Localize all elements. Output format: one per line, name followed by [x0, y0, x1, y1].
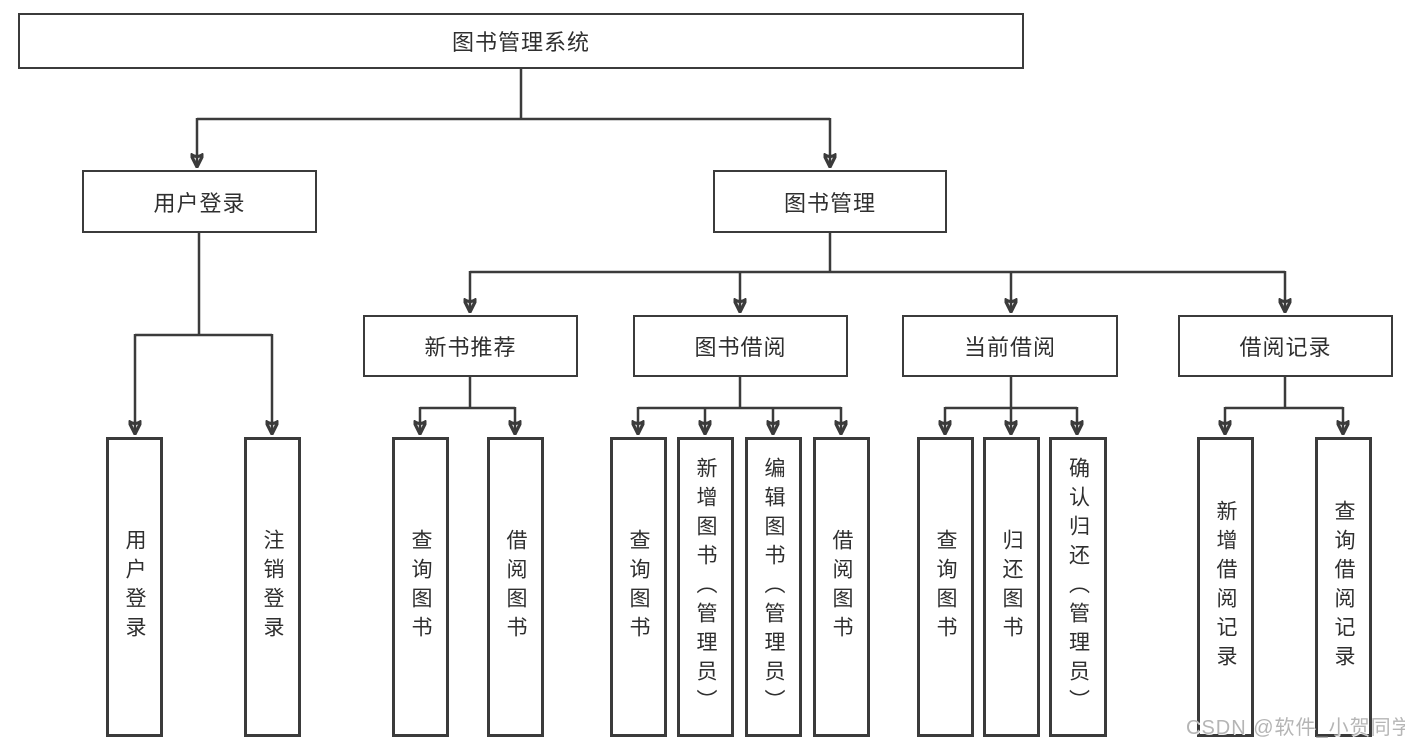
leaf-edit-books-admin: 编辑图书（管理员） [745, 437, 802, 737]
node-current-borrow: 当前借阅 [902, 315, 1118, 377]
leaf-label: 归还图书 [1000, 529, 1023, 645]
leaf-borrow-books-2: 借阅图书 [813, 437, 870, 737]
leaf-borrow-books-1: 借阅图书 [487, 437, 544, 737]
leaf-user-login: 用户登录 [106, 437, 163, 737]
leaf-query-borrow-record: 查询借阅记录 [1315, 437, 1372, 737]
node-book-management: 图书管理 [713, 170, 947, 233]
node-new-book-recommend: 新书推荐 [363, 315, 578, 377]
leaf-query-books-1: 查询图书 [392, 437, 449, 737]
leaf-add-borrow-record: 新增借阅记录 [1197, 437, 1254, 737]
leaf-query-books-2: 查询图书 [610, 437, 667, 737]
leaf-label: 新增图书（管理员） [694, 456, 717, 718]
leaf-add-books-admin: 新增图书（管理员） [677, 437, 734, 737]
leaf-logout: 注销登录 [244, 437, 301, 737]
leaf-confirm-return-admin: 确认归还（管理员） [1049, 437, 1107, 737]
leaf-label: 查询图书 [934, 529, 957, 645]
leaf-return-books: 归还图书 [983, 437, 1040, 737]
node-library-management-system: 图书管理系统 [18, 13, 1024, 69]
leaf-label: 查询借阅记录 [1332, 500, 1355, 674]
leaf-label: 编辑图书（管理员） [762, 456, 785, 718]
node-book-borrow: 图书借阅 [633, 315, 848, 377]
leaf-label: 确认归还（管理员） [1066, 456, 1090, 718]
node-borrow-records: 借阅记录 [1178, 315, 1393, 377]
leaf-query-books-3: 查询图书 [917, 437, 974, 737]
leaf-label: 借阅图书 [830, 529, 853, 645]
leaf-label: 查询图书 [409, 529, 432, 645]
leaf-label: 新增借阅记录 [1214, 500, 1237, 674]
node-user-login: 用户登录 [82, 170, 317, 233]
leaf-label: 用户登录 [123, 529, 146, 645]
leaf-label: 查询图书 [627, 529, 650, 645]
leaf-label: 借阅图书 [504, 529, 527, 645]
leaf-label: 注销登录 [261, 529, 284, 645]
